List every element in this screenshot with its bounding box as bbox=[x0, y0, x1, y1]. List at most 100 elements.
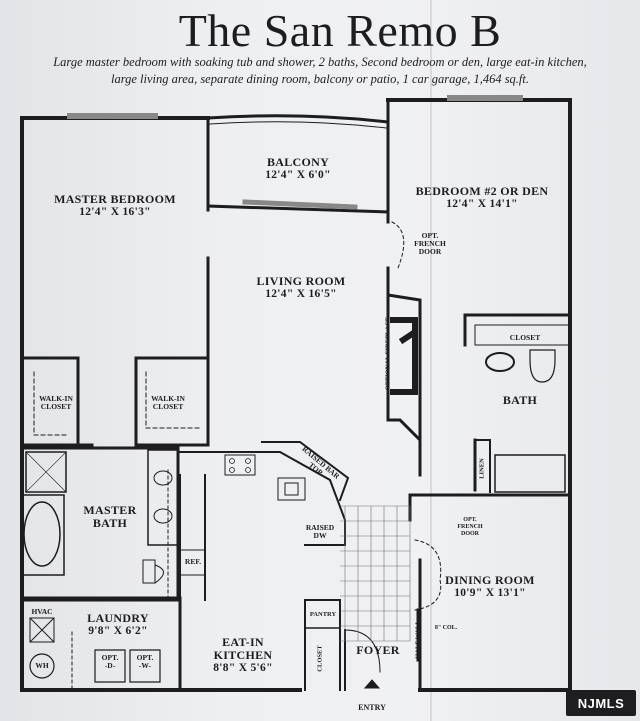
label-line: WALK-IN bbox=[39, 394, 73, 403]
pantry-wall bbox=[304, 599, 341, 691]
pantry-label: PANTRY bbox=[309, 611, 337, 618]
room-dimensions: 12'4" X 16'5" bbox=[265, 288, 337, 300]
laundry-wall bbox=[20, 598, 182, 692]
window-balcony bbox=[242, 199, 358, 210]
master-vanity bbox=[147, 449, 179, 546]
opt-dryer-label: OPT. -D- bbox=[95, 654, 125, 670]
room-name: FOYER bbox=[356, 643, 400, 657]
room-dimensions: 12'4" X 14'1" bbox=[446, 198, 518, 210]
room-name: LAUNDRY bbox=[87, 611, 149, 625]
balcony-wall bbox=[206, 98, 390, 214]
label-line: -D- bbox=[104, 661, 116, 670]
bedroom-2-label: BEDROOM #2 OR DEN 12'4" X 14'1" bbox=[402, 185, 562, 211]
hvac-unit bbox=[29, 617, 55, 643]
paper-fold bbox=[430, 0, 432, 721]
room-dimensions: 12'4" X 16'3" bbox=[79, 206, 151, 218]
kitchen-wall-left bbox=[179, 474, 206, 601]
half-wall-label: HALF WALL bbox=[414, 620, 422, 659]
room-name: BEDROOM #2 OR DEN bbox=[415, 184, 549, 198]
closet-2-label: CLOSET bbox=[316, 645, 324, 672]
closet-label: CLOSET bbox=[509, 333, 541, 342]
label-line: CLOSET bbox=[152, 402, 184, 411]
kitchen-label: EAT-IN KITCHEN 8'8" X 5'6" bbox=[200, 636, 286, 675]
balcony-rail bbox=[209, 121, 387, 129]
fireplace-label: OPTIONAL FIREPLACE bbox=[384, 316, 392, 391]
soaking-tub bbox=[23, 501, 61, 567]
entry-arrow bbox=[363, 679, 381, 689]
water-heater-label: WH bbox=[35, 661, 49, 670]
plan-title: The San Remo B bbox=[178, 5, 502, 56]
label-line: RAISED bbox=[305, 523, 335, 532]
label-line: OPT. bbox=[101, 653, 119, 662]
dining-room-label: DINING ROOM 10'9" X 13'1" bbox=[430, 574, 550, 600]
opt-french-door-2-label: OPT. FRENCH DOOR bbox=[448, 517, 492, 538]
label-line: OPT. bbox=[463, 517, 477, 523]
room-name: BALCONY bbox=[266, 155, 330, 169]
label-line: DW bbox=[313, 531, 327, 540]
label-line: FRENCH bbox=[414, 239, 446, 248]
opt-dryer bbox=[94, 649, 126, 683]
room-name: LIVING ROOM bbox=[256, 274, 346, 288]
entry-label: ENTRY bbox=[358, 703, 386, 712]
bath-toilet bbox=[529, 349, 556, 383]
fireplace bbox=[386, 293, 422, 444]
room-dimensions: 9'8" X 6'2" bbox=[88, 625, 148, 637]
walkin-closet-2-label: WALK-IN CLOSET bbox=[142, 395, 194, 411]
balcony-slider bbox=[206, 204, 390, 214]
opt-washer-label: OPT. -W- bbox=[130, 654, 160, 670]
walkin-closet-right bbox=[134, 356, 210, 447]
room-name: EAT-IN bbox=[222, 635, 264, 649]
opt-french-door-label: OPT. FRENCH DOOR bbox=[400, 232, 460, 256]
plan-description: Large master bedroom with soaking tub an… bbox=[20, 54, 620, 88]
kitchen-counter-top bbox=[179, 451, 346, 546]
label-line: OPT. bbox=[421, 231, 439, 240]
living-room-label: LIVING ROOM 12'4" X 16'5" bbox=[236, 275, 366, 301]
room-name: MASTER bbox=[83, 503, 137, 517]
description-line-2: large living area, separate dining room,… bbox=[110, 72, 530, 86]
kitchen-sink bbox=[277, 477, 306, 501]
label-line: WALK-IN bbox=[151, 394, 185, 403]
bathtub bbox=[494, 454, 566, 493]
room-name: BATH bbox=[502, 393, 538, 407]
room-name: DINING ROOM bbox=[445, 573, 535, 587]
room-dimensions: 12'4" X 6'0" bbox=[265, 169, 331, 181]
closet-bath bbox=[474, 324, 571, 346]
label-line: CLOSET bbox=[40, 402, 72, 411]
linen-closet bbox=[474, 439, 491, 493]
label-line: -W- bbox=[138, 661, 152, 670]
label-line: DOOR bbox=[461, 531, 479, 537]
raised-bar bbox=[261, 441, 350, 502]
room-name: MASTER BEDROOM bbox=[54, 192, 176, 206]
foyer-tile-grid bbox=[340, 505, 411, 642]
hvac-label: HVAC bbox=[31, 607, 53, 616]
linen-label: LINEN bbox=[478, 458, 486, 479]
opt-washer bbox=[129, 649, 161, 683]
bedroom2-bottom-wall bbox=[463, 313, 572, 347]
bath-wall bbox=[418, 438, 477, 492]
room-dimensions: 10'9" X 13'1" bbox=[454, 587, 526, 599]
master-toilet bbox=[142, 559, 164, 584]
walkin-closet-label: WALK-IN CLOSET bbox=[30, 395, 82, 411]
column-label: 8" COL. bbox=[434, 625, 458, 631]
refrigerator bbox=[179, 549, 206, 576]
water-heater bbox=[29, 653, 55, 679]
walkin-closet-left bbox=[20, 356, 94, 447]
ref-label: REF. bbox=[184, 557, 202, 566]
label-line: OPT. bbox=[136, 653, 154, 662]
room-name-2: BATH bbox=[92, 516, 128, 530]
label-line: FRENCH bbox=[457, 524, 483, 530]
laundry-label: LAUNDRY 9'8" X 6'2" bbox=[68, 612, 168, 638]
foyer-label: FOYER bbox=[350, 644, 406, 657]
description-line-1: Large master bedroom with soaking tub an… bbox=[53, 55, 587, 69]
njmls-logo: NJMLS bbox=[566, 690, 636, 716]
room-name-2: KITCHEN bbox=[213, 648, 273, 662]
bath-sink bbox=[485, 352, 515, 372]
raised-dw-label: RAISED DW bbox=[300, 524, 340, 540]
balcony-label: BALCONY 12'4" X 6'0" bbox=[238, 156, 358, 182]
bath-label: BATH bbox=[490, 394, 550, 407]
master-bath-label: MASTER BATH bbox=[70, 504, 150, 530]
label-line: DOOR bbox=[418, 247, 442, 256]
room-dimensions: 8'8" X 5'6" bbox=[213, 662, 273, 674]
range bbox=[224, 454, 256, 476]
